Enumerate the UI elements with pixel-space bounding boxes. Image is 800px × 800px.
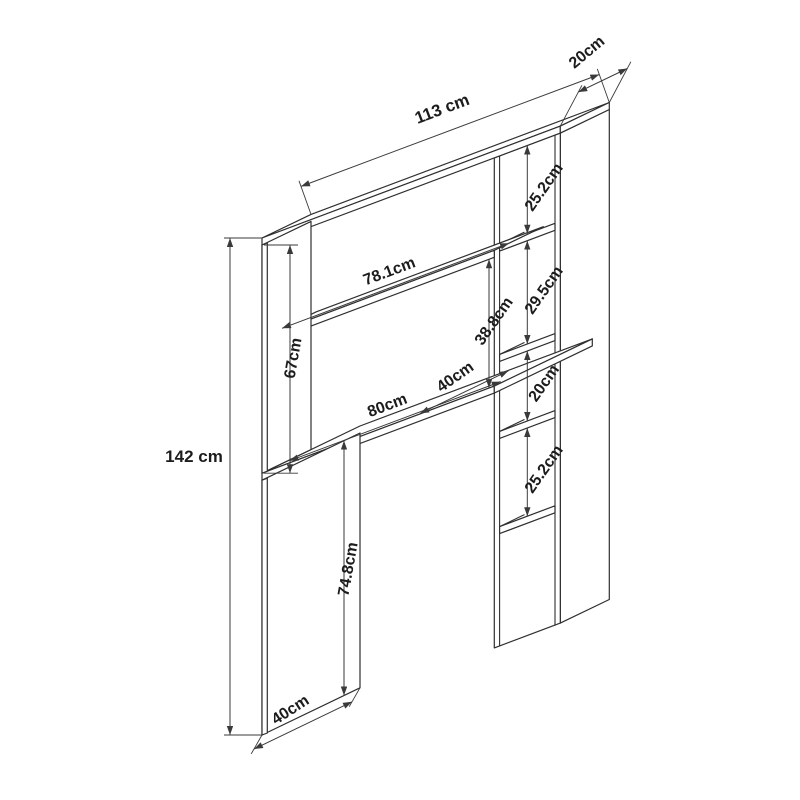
right-shelf-column — [493, 108, 610, 649]
dimension-line — [289, 381, 501, 462]
desk-left-leg-panel — [261, 432, 361, 736]
dim-hutch-opening-width: 78.1cm — [281, 242, 510, 329]
leg-panel-front-edge — [261, 477, 268, 736]
dimension-line — [253, 701, 353, 750]
extension-line — [596, 68, 610, 103]
dim-label-overall-width: 113 cm — [412, 90, 472, 128]
shelf-2-depth-edge — [499, 342, 525, 355]
shelf-3-depth-edge — [499, 419, 525, 432]
dim-desk-width: 80cm — [289, 381, 501, 462]
column-shelf-2 — [499, 333, 556, 362]
column-shelf-4 — [499, 505, 556, 535]
dim-label-top-depth: 20cm — [566, 33, 608, 72]
dimension-line — [281, 242, 510, 329]
extension-line — [298, 180, 312, 215]
hutch-left-panel-front-edge — [261, 242, 268, 474]
shelf-4-depth-edge — [499, 514, 525, 528]
dimension-line — [578, 68, 628, 93]
dim-label-hutch-side-height: 67cm — [282, 337, 306, 380]
column-right-face — [559, 108, 610, 624]
dimension-line — [300, 74, 600, 187]
dim-overall-height: 142 cm — [165, 237, 262, 736]
extension-line — [250, 734, 263, 755]
dim-label-overall-height: 142 cm — [165, 447, 223, 466]
extension-line — [608, 61, 632, 103]
